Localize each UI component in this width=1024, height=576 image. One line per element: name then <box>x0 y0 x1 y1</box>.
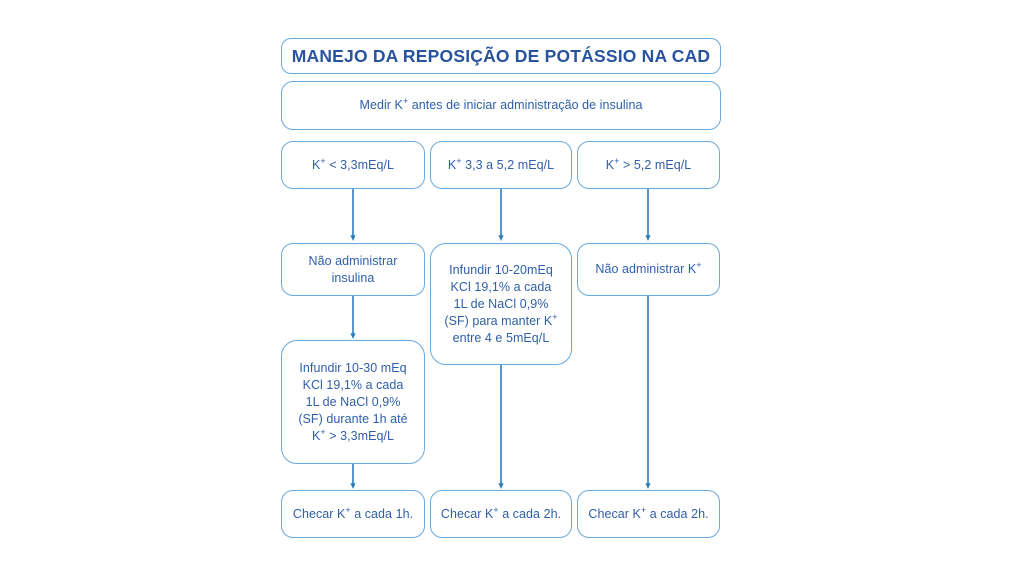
followup-check-2h-right: Checar K+ a cada 2h. <box>577 490 720 538</box>
action-withhold-insulin: Não administrar insulina <box>281 243 425 296</box>
diagram-title-text: MANEJO DA REPOSIÇÃO DE POTÁSSIO NA CAD <box>291 45 711 66</box>
followup-check-2h-right-text: Checar K+ a cada 2h. <box>588 504 709 521</box>
superscript-plus: + <box>320 426 326 437</box>
step-measure-potassium-text: Medir K+ antes de iniciar administração … <box>359 95 643 112</box>
action-withhold-insulin-text: Não administrar insulina <box>308 253 398 285</box>
step-measure-potassium: Medir K+ antes de iniciar administração … <box>281 81 721 130</box>
condition-high-potassium-text: K+ > 5,2 mEq/L <box>605 155 692 172</box>
action-withhold-potassium: Não administrar K+ <box>577 243 720 296</box>
diagram-title: MANEJO DA REPOSIÇÃO DE POTÁSSIO NA CAD <box>281 38 721 74</box>
condition-low-potassium: K+ < 3,3mEq/L <box>281 141 425 189</box>
superscript-plus: + <box>493 504 499 515</box>
action-infuse-maintenance-kcl-text: Infundir 10-20mEq KCl 19,1% a cada 1L de… <box>444 262 558 345</box>
superscript-plus: + <box>614 155 620 166</box>
followup-check-2h-middle-text: Checar K+ a cada 2h. <box>440 504 562 521</box>
superscript-plus: + <box>345 504 351 515</box>
followup-check-2h-middle: Checar K+ a cada 2h. <box>430 490 572 538</box>
followup-check-1h: Checar K+ a cada 1h. <box>281 490 425 538</box>
superscript-plus: + <box>696 259 702 270</box>
superscript-plus: + <box>456 155 462 166</box>
superscript-plus: + <box>402 95 409 106</box>
condition-low-potassium-text: K+ < 3,3mEq/L <box>311 155 394 172</box>
superscript-plus: + <box>640 504 647 515</box>
followup-check-1h-text: Checar K+ a cada 1h. <box>292 504 414 521</box>
action-infuse-maintenance-kcl: Infundir 10-20mEq KCl 19,1% a cada 1L de… <box>430 243 572 365</box>
condition-normal-potassium-text: K+ 3,3 a 5,2 mEq/L <box>447 155 555 172</box>
condition-normal-potassium: K+ 3,3 a 5,2 mEq/L <box>430 141 572 189</box>
superscript-plus: + <box>552 311 558 322</box>
superscript-plus: + <box>320 155 326 166</box>
detail-infuse-repletion-kcl-text: Infundir 10-30 mEq KCl 19,1% a cada 1L d… <box>298 360 408 443</box>
action-withhold-potassium-text: Não administrar K+ <box>595 259 702 276</box>
condition-high-potassium: K+ > 5,2 mEq/L <box>577 141 720 189</box>
detail-infuse-repletion-kcl: Infundir 10-30 mEq KCl 19,1% a cada 1L d… <box>281 340 425 464</box>
